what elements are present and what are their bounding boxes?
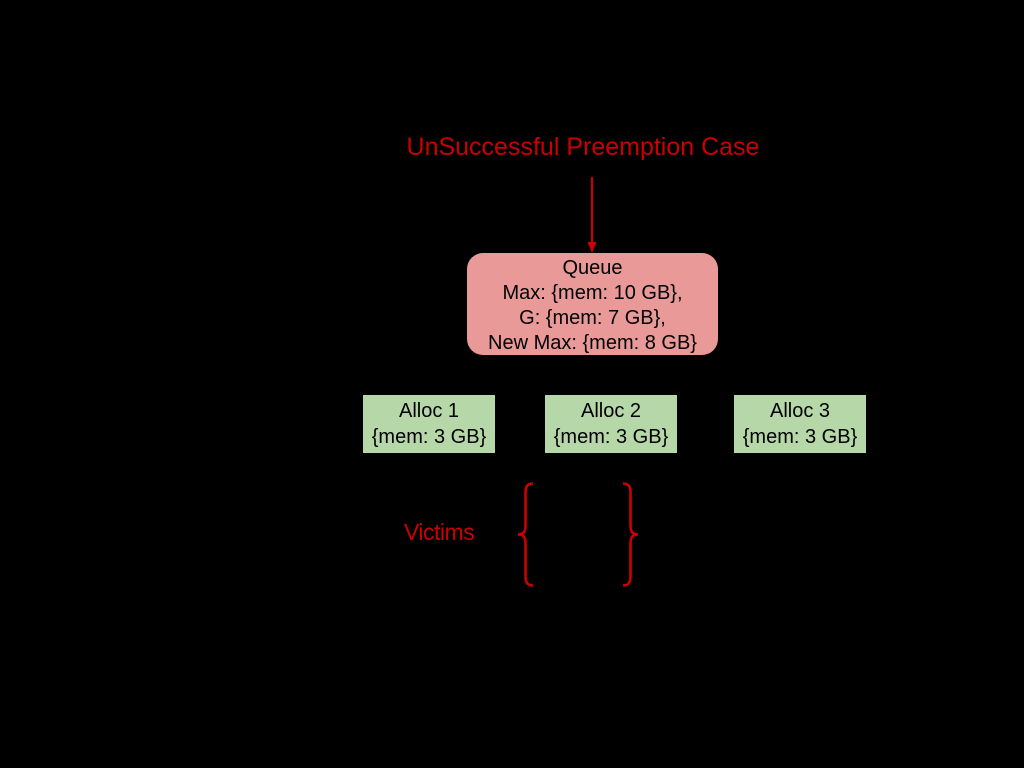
- alloc-1-node: Alloc 1 {mem: 3 GB}: [363, 395, 495, 453]
- queue-node-title: Queue: [562, 257, 623, 279]
- left-curly-brace-icon: [517, 482, 534, 587]
- queue-node-new-max: New Max: {mem: 8 GB}: [488, 332, 697, 354]
- right-curly-brace-icon: [622, 482, 639, 587]
- down-arrow-icon: [587, 177, 597, 253]
- alloc-2-detail: {mem: 3 GB}: [553, 426, 669, 448]
- queue-node: Queue Max: {mem: 10 GB}, G: {mem: 7 GB},…: [467, 253, 718, 355]
- page-title: UnSuccessful Preemption Case: [406, 133, 760, 161]
- alloc-2-node: Alloc 2 {mem: 3 GB}: [545, 395, 677, 453]
- victims-label: Victims: [404, 519, 475, 545]
- alloc-1-name: Alloc 1: [398, 400, 460, 422]
- alloc-2-name: Alloc 2: [580, 400, 642, 422]
- alloc-3-detail: {mem: 3 GB}: [742, 426, 858, 448]
- queue-node-guaranteed: G: {mem: 7 GB},: [519, 307, 666, 329]
- alloc-3-name: Alloc 3: [769, 400, 831, 422]
- alloc-1-detail: {mem: 3 GB}: [371, 426, 487, 448]
- alloc-3-node: Alloc 3 {mem: 3 GB}: [734, 395, 866, 453]
- queue-node-max: Max: {mem: 10 GB},: [502, 282, 683, 304]
